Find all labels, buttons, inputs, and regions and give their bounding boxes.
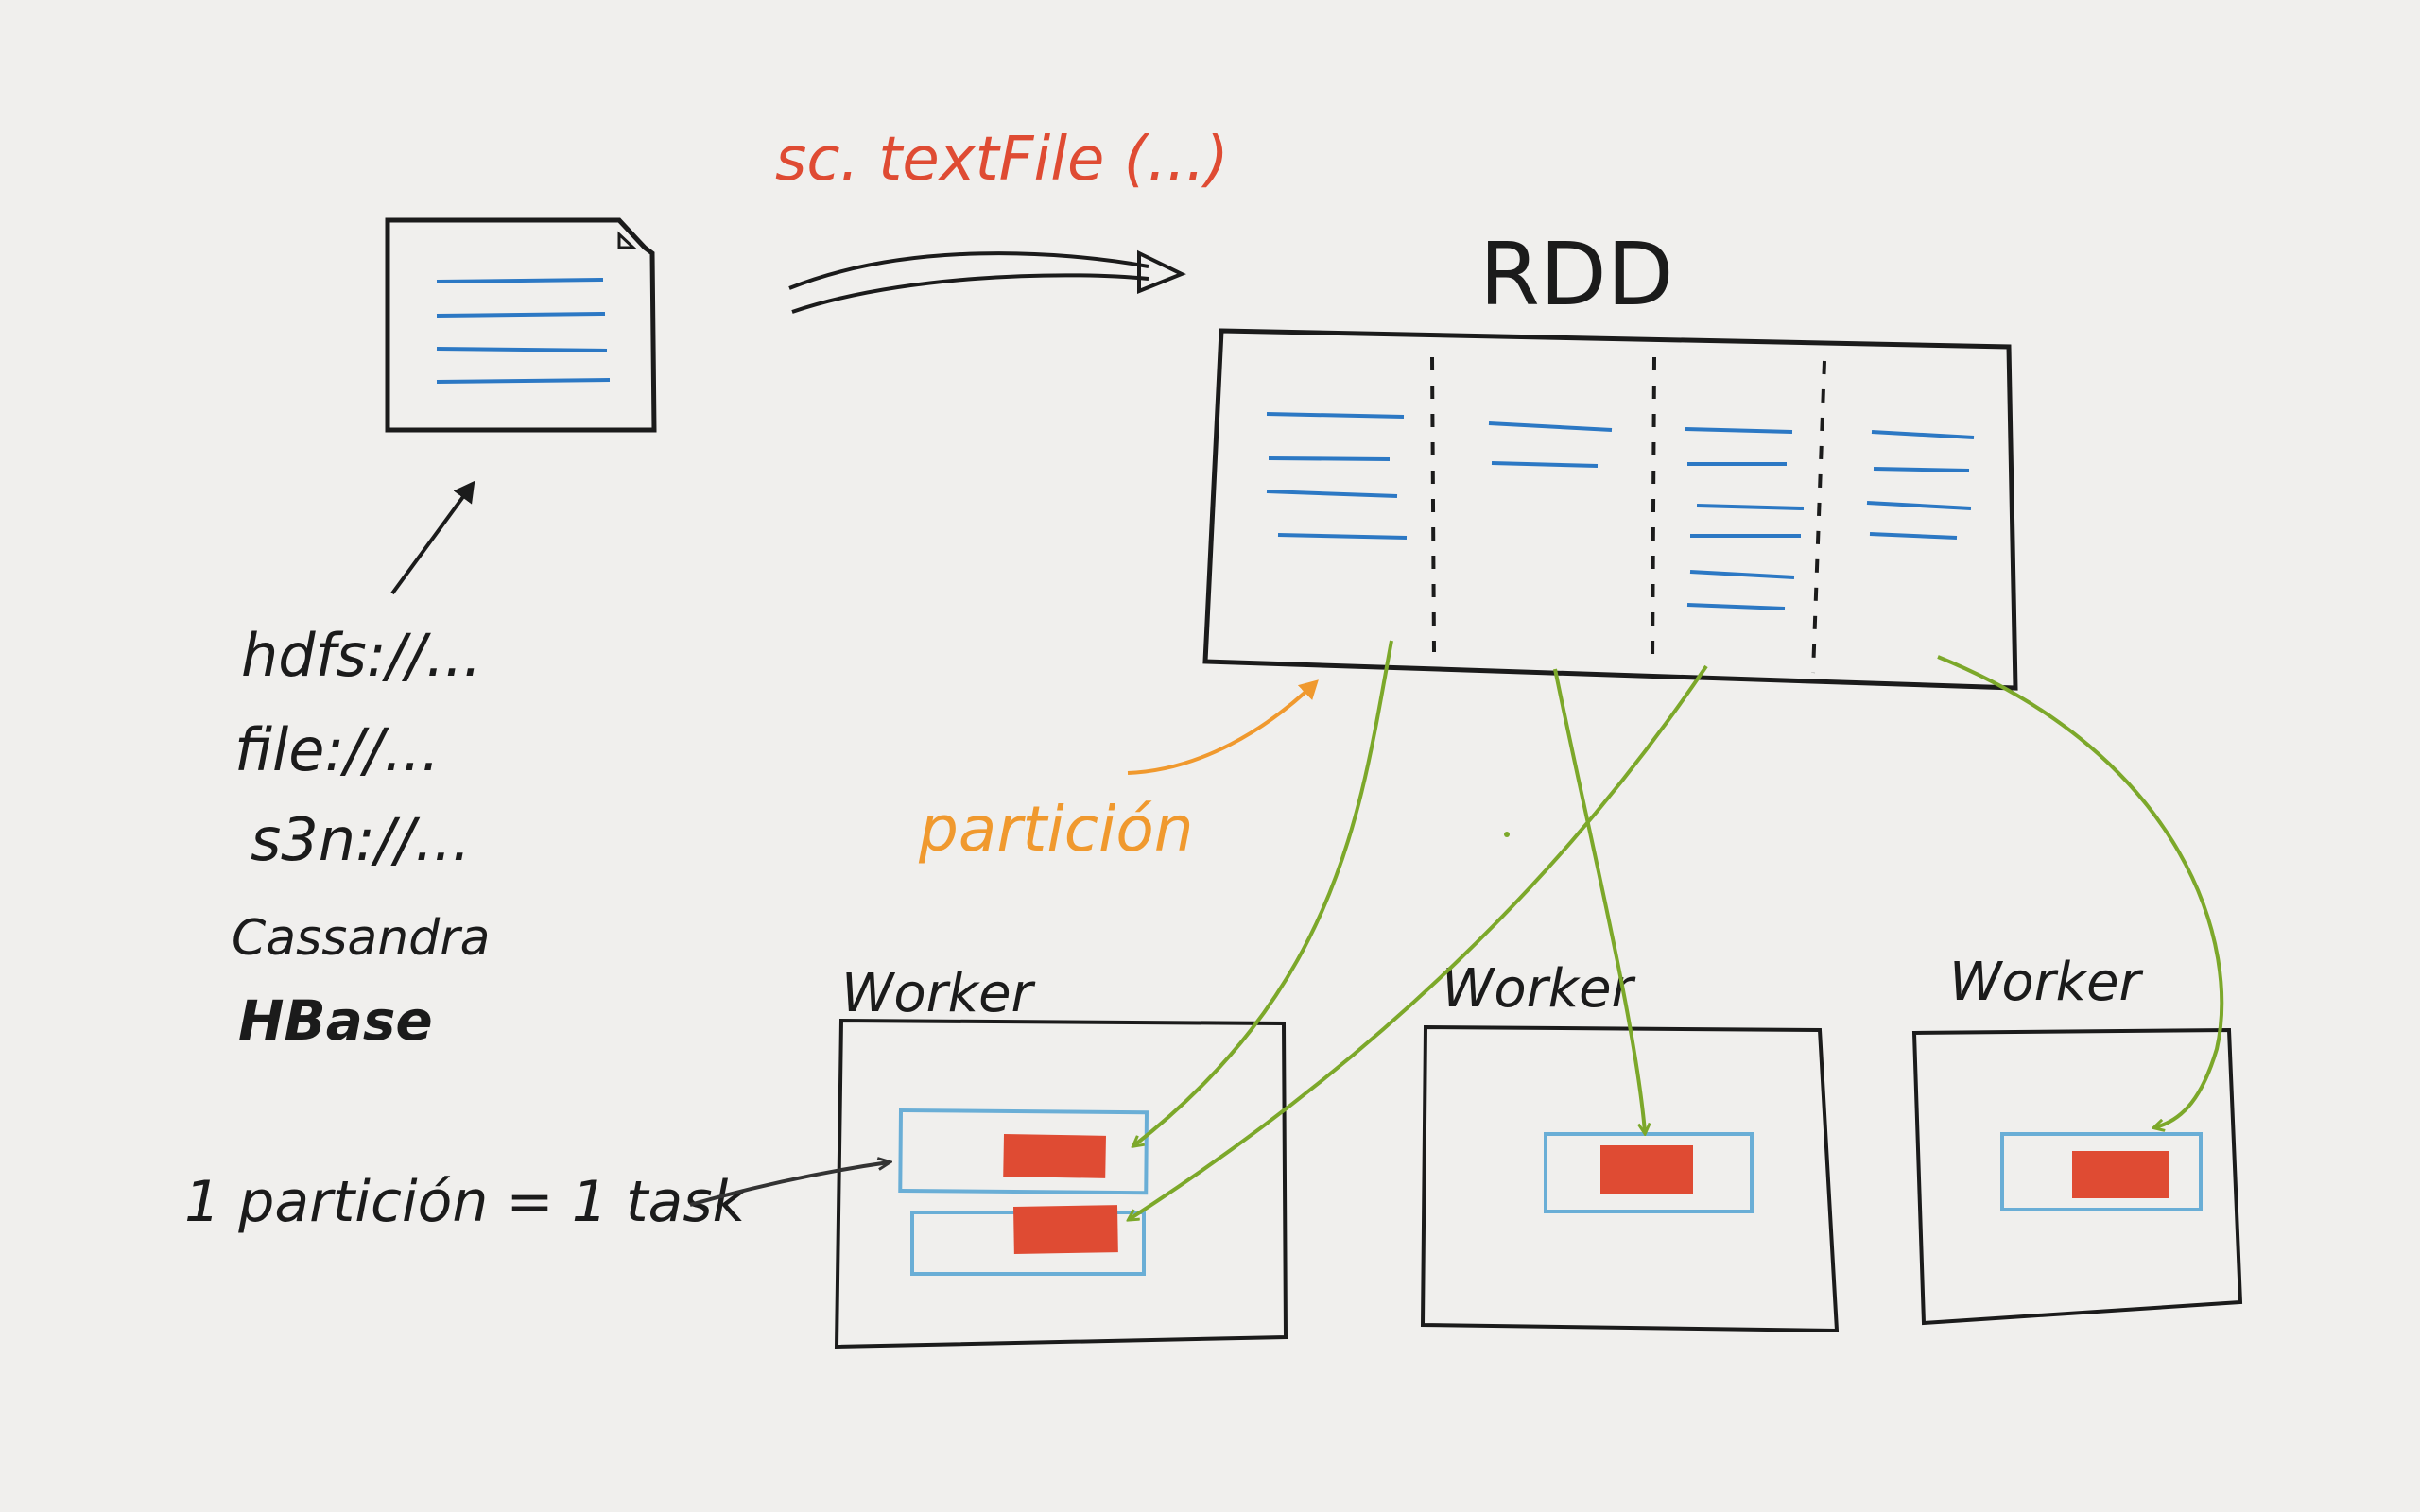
distribution-arrow [1937,655,2224,1127]
worker-3: Worker [1911,952,2243,1326]
sources-list: hdfs://... file://... s3n://... Cassandr… [232,621,490,1053]
rule-arrow [689,1162,889,1207]
source-cassandra: Cassandra [232,910,490,967]
source-s3n: s3n://... [251,805,471,874]
worker-2: Worker [1420,958,1840,1333]
task-2 [910,1205,1146,1276]
partition-label: partición [918,793,1194,866]
worker-1: Worker [834,963,1288,1349]
task-1 [898,1108,1150,1195]
rdd-label: RDD [1479,224,1674,325]
distribution-arrow [1130,664,1708,1219]
sources-arrow [390,480,475,595]
task-3 [1544,1132,1754,1213]
partition-separator [1651,356,1656,664]
command-label: sc. textFile (...) [775,125,1229,195]
partition-arrow [1127,679,1319,775]
worker-label: Worker [1949,952,2144,1013]
partition-separator [1811,360,1826,674]
distribution-arrow [1134,640,1393,1145]
textfile-arrow [788,249,1186,314]
distribution-arrow [1553,668,1645,1132]
source-hdfs: hdfs://... [241,621,482,690]
stray-dot [1504,832,1510,837]
partition-separator [1430,356,1436,653]
source-file: file://... [234,715,440,784]
task-4 [2000,1132,2203,1211]
rdd-box [1202,328,2018,691]
worker-label: Worker [841,963,1036,1024]
distribution-arrows [1130,640,2224,1219]
source-hbase: HBase [238,988,433,1053]
source-file-icon [385,217,657,433]
partition-task-rule: 1 partición = 1 task [184,1169,748,1235]
worker-label: Worker [1442,958,1636,1020]
